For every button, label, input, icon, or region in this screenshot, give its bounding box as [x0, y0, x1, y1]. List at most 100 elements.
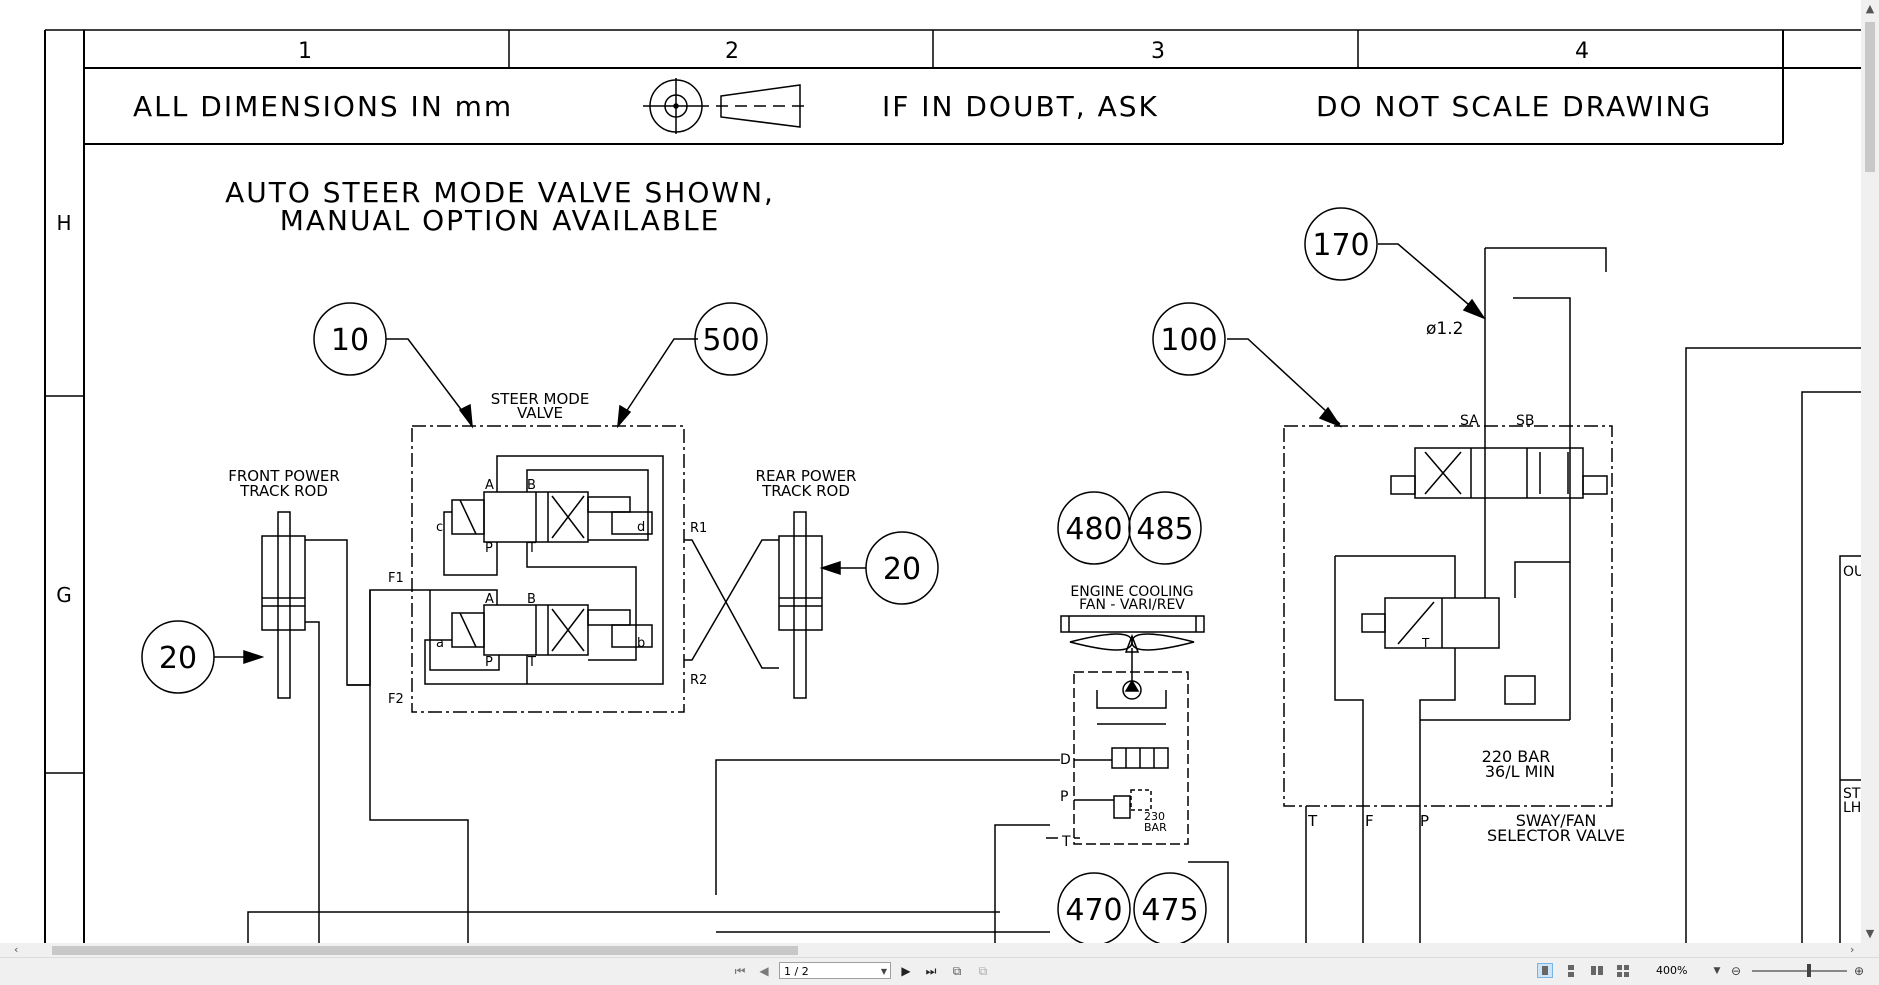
balloon-470: 470	[1065, 893, 1122, 928]
document-viewport[interactable]: 1 2 3 4 H G ALL DIMENSIONS IN mm IF IN D…	[0, 0, 1861, 943]
steer-mode-label-2: VALVE	[517, 404, 563, 422]
balloon-20-left: 20	[159, 641, 197, 676]
zoom-in-icon[interactable]: ⊕	[1853, 964, 1865, 978]
relief-230-label-1: 230	[1144, 810, 1165, 823]
previous-page-icon[interactable]: ◀	[759, 964, 769, 978]
steer-mode-valve-symbol	[347, 425, 685, 713]
horizontal-scrollbar[interactable]: ‹ ›	[0, 943, 1879, 957]
sway-label-2: SELECTOR VALVE	[1487, 826, 1625, 845]
sheet-frame	[44, 29, 1861, 943]
port-B-bot: B	[527, 592, 536, 607]
port-P-sway: P	[1420, 812, 1429, 830]
relief-230-label-2: BAR	[1144, 821, 1167, 834]
column-label-2: 2	[725, 39, 739, 64]
port-a: a	[436, 636, 444, 651]
port-F1: F1	[388, 571, 404, 586]
engine-cooling-label-1: ENGINE COOLING	[1070, 584, 1193, 600]
zoom-slider[interactable]	[1752, 970, 1847, 972]
hydraulic-schematic: 1 2 3 4 H G ALL DIMENSIONS IN mm IF IN D…	[44, 29, 1861, 943]
port-T-bot: T	[527, 655, 536, 670]
horizontal-scroll-thumb[interactable]	[52, 946, 798, 955]
right-edge-label-1: OU	[1843, 564, 1861, 580]
chevron-down-icon[interactable]: ▼	[880, 967, 887, 976]
zoom-level[interactable]: 400%	[1656, 964, 1688, 977]
vertical-scroll-thumb[interactable]	[1865, 22, 1875, 172]
port-P-top: P	[485, 541, 493, 556]
port-A-top: A	[485, 478, 494, 493]
port-R2: R2	[690, 673, 707, 688]
port-A-bot: A	[485, 592, 494, 607]
scroll-left-icon[interactable]: ‹	[14, 943, 19, 956]
column-label-1: 1	[298, 39, 312, 64]
port-D: D	[1060, 752, 1071, 768]
next-view-icon[interactable]: ⧉	[978, 964, 988, 978]
projection-symbol	[643, 78, 806, 134]
rear-track-label-1: REAR POWER	[756, 467, 857, 485]
port-R1: R1	[690, 521, 707, 536]
right-edge-label-2: ST	[1843, 786, 1861, 802]
note-dimensions: ALL DIMENSIONS IN mm	[133, 90, 513, 123]
right-edge-label-3: LH	[1843, 800, 1861, 816]
port-T-top: T	[527, 541, 536, 556]
relief-label-1: 220 BAR	[1482, 747, 1551, 766]
row-label-g: G	[56, 583, 72, 607]
port-F-sway: F	[1365, 812, 1374, 830]
port-B-top: B	[527, 478, 536, 493]
previous-view-icon[interactable]: ⧉	[952, 964, 962, 978]
rear-track-rod-symbol	[684, 511, 823, 699]
note-do-not-scale: DO NOT SCALE DRAWING	[1316, 90, 1712, 123]
column-label-3: 3	[1151, 39, 1165, 64]
right-edge-lines	[1685, 347, 1861, 943]
zoom-out-icon[interactable]: ⊖	[1730, 964, 1742, 978]
balloon-20-right: 20	[883, 552, 921, 587]
zoom-dropdown-icon[interactable]: ▼	[1713, 966, 1721, 976]
scroll-right-icon[interactable]: ›	[1850, 943, 1855, 956]
mode-note-line2: MANUAL OPTION AVAILABLE	[280, 204, 721, 237]
next-page-icon[interactable]: ▶	[901, 964, 911, 978]
scroll-down-icon[interactable]: ▼	[1865, 927, 1875, 940]
balloon-10: 10	[331, 323, 369, 358]
pipe-lines	[247, 861, 1229, 943]
balloon-100: 100	[1160, 323, 1217, 358]
single-page-view-icon[interactable]	[1537, 963, 1553, 978]
port-T-fan: T	[1061, 834, 1071, 850]
continuous-facing-view-icon[interactable]	[1615, 963, 1631, 978]
port-F2: F2	[388, 692, 404, 707]
port-b: b	[637, 636, 645, 651]
balloon-485: 485	[1136, 512, 1193, 547]
page-number-field[interactable]: 1 / 2 ▼	[779, 962, 891, 979]
sway-fan-selector-valve-symbol	[1283, 247, 1613, 943]
scroll-up-icon[interactable]: ▲	[1865, 2, 1875, 15]
note-if-in-doubt: IF IN DOUBT, ASK	[882, 90, 1159, 123]
engine-cooling-fan-symbol	[715, 615, 1205, 943]
port-T-sway: T	[1307, 812, 1318, 830]
balloon-500: 500	[702, 323, 759, 358]
status-bar: ⏮ ◀ 1 / 2 ▼ ▶ ⏭ ⧉ ⧉ 400% ▼ ⊖ ⊕	[0, 957, 1879, 985]
port-P-bot: P	[485, 655, 493, 670]
vertical-scrollbar[interactable]: ▲ ▼	[1861, 0, 1879, 943]
first-page-icon[interactable]: ⏮	[734, 964, 746, 978]
front-track-rod-symbol	[261, 511, 469, 943]
port-c: c	[436, 520, 443, 535]
balloon-leaders	[214, 243, 1486, 665]
last-page-icon[interactable]: ⏭	[925, 964, 937, 978]
page-number-value: 1 / 2	[784, 965, 809, 978]
orifice-label: ø1.2	[1426, 319, 1463, 339]
balloon-480: 480	[1065, 512, 1122, 547]
continuous-view-icon[interactable]	[1563, 963, 1579, 978]
mode-note-line1: AUTO STEER MODE VALVE SHOWN,	[225, 176, 775, 209]
port-d: d	[637, 520, 645, 535]
facing-view-icon[interactable]	[1589, 963, 1605, 978]
zoom-slider-handle[interactable]	[1807, 964, 1811, 977]
relief-label-2: 36/L MIN	[1485, 762, 1555, 781]
engine-cooling-label-2: FAN - VARI/REV	[1079, 597, 1185, 613]
front-track-label-2: TRACK ROD	[239, 482, 328, 500]
front-track-label-1: FRONT POWER	[228, 467, 340, 485]
steer-mode-label-1: STEER MODE	[491, 390, 590, 408]
balloon-170: 170	[1312, 228, 1369, 263]
rear-track-label-2: TRACK ROD	[761, 482, 850, 500]
column-label-4: 4	[1575, 39, 1589, 64]
port-P-fan: P	[1060, 789, 1068, 805]
row-label-h: H	[56, 211, 71, 235]
port-SA: SA	[1460, 413, 1479, 429]
